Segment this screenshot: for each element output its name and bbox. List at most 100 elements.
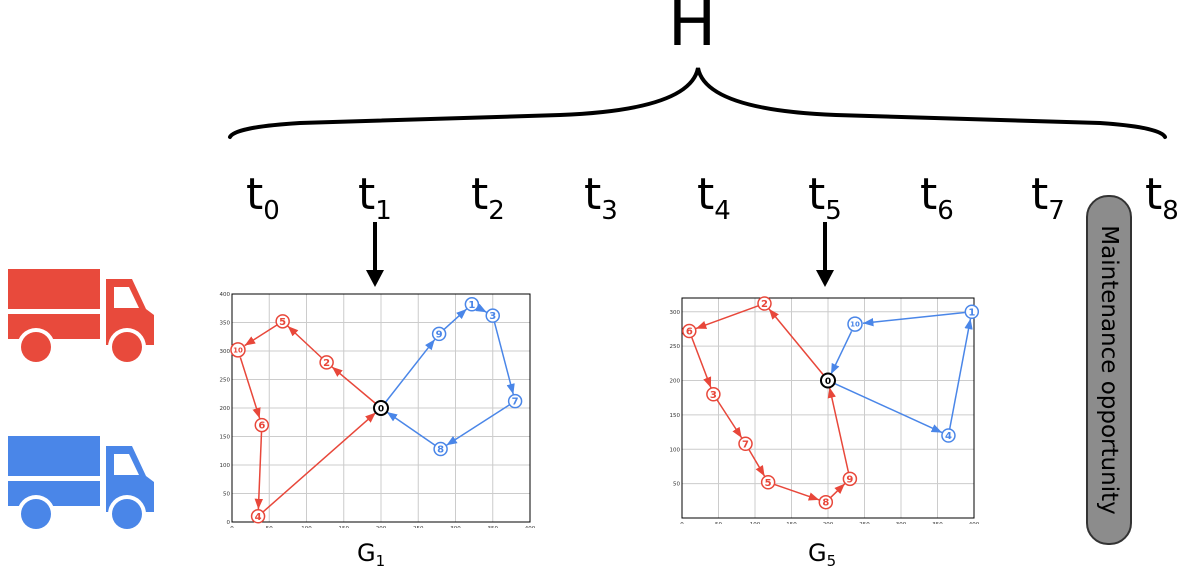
customer-node-7: 7 xyxy=(507,393,523,409)
svg-text:0: 0 xyxy=(378,405,384,415)
y-tick-label: 50 xyxy=(673,482,680,488)
y-tick-label: 250 xyxy=(220,378,231,384)
y-tick-label: 150 xyxy=(670,413,681,419)
x-tick-label: 50 xyxy=(715,522,722,524)
x-tick-label: 300 xyxy=(450,526,461,528)
x-tick-label: 250 xyxy=(413,526,424,528)
time-label-t1: t1 xyxy=(358,169,392,227)
customer-node-4: 4 xyxy=(250,509,266,524)
y-tick-label: 0 xyxy=(227,520,231,526)
customer-node-10: 10 xyxy=(230,342,246,358)
route-edge-red xyxy=(262,412,377,513)
graph-label-g5: G5 xyxy=(808,539,837,570)
time-label-t2: t2 xyxy=(471,169,505,227)
x-tick-label: 150 xyxy=(339,526,350,528)
arrow-t1 xyxy=(366,222,384,287)
route-edge-blue xyxy=(386,411,436,446)
svg-text:7: 7 xyxy=(742,439,749,450)
y-tick-label: 400 xyxy=(220,292,231,298)
route-graph-g5: 0501001502002503003504005010015020025030… xyxy=(670,296,980,524)
route-edge-blue xyxy=(830,331,853,375)
x-tick-label: 150 xyxy=(786,522,797,524)
route-edge-red xyxy=(244,324,278,347)
y-tick-label: 300 xyxy=(220,349,231,355)
arrow-t5 xyxy=(816,222,834,287)
svg-text:9: 9 xyxy=(436,329,443,340)
customer-node-6: 6 xyxy=(254,417,270,433)
svg-text:0: 0 xyxy=(825,377,831,387)
route-edge-blue xyxy=(493,322,515,395)
x-tick-label: 100 xyxy=(301,526,312,528)
x-tick-label: 350 xyxy=(932,522,943,524)
customer-node-1: 1 xyxy=(464,297,480,312)
svg-text:6: 6 xyxy=(686,327,693,338)
route-edge-blue xyxy=(384,338,436,403)
x-tick-label: 0 xyxy=(230,526,234,528)
customer-node-2: 2 xyxy=(757,296,772,311)
svg-text:1: 1 xyxy=(968,307,975,318)
plot-frame xyxy=(681,297,975,519)
route-edge-blue xyxy=(475,303,487,313)
time-label-t8: t8 xyxy=(1145,169,1179,227)
svg-text:4: 4 xyxy=(945,431,952,442)
x-tick-label: 0 xyxy=(680,522,684,524)
svg-text:10: 10 xyxy=(850,321,860,329)
route-edge-red xyxy=(768,308,825,376)
customer-node-1: 1 xyxy=(964,304,980,319)
svg-text:5: 5 xyxy=(765,478,772,489)
customer-node-3: 3 xyxy=(706,387,721,402)
time-label-t7: t7 xyxy=(1031,169,1065,227)
customer-node-5: 5 xyxy=(275,314,290,329)
x-tick-label: 200 xyxy=(376,526,387,528)
x-tick-label: 100 xyxy=(750,522,761,524)
x-tick-label: 250 xyxy=(859,522,870,524)
maintenance-opportunity: Maintenance opportunity xyxy=(1086,195,1132,545)
customer-node-8: 8 xyxy=(433,441,448,457)
y-tick-label: 300 xyxy=(670,310,681,316)
customer-node-9: 9 xyxy=(842,471,858,487)
svg-text:2: 2 xyxy=(761,299,768,310)
customer-node-7: 7 xyxy=(738,436,753,451)
route-edge-red xyxy=(254,432,263,510)
x-tick-label: 400 xyxy=(969,522,980,524)
svg-text:6: 6 xyxy=(258,421,265,432)
y-tick-label: 50 xyxy=(223,492,230,498)
customer-node-6: 6 xyxy=(682,323,697,339)
route-edge-red xyxy=(716,399,743,439)
route-edge-red xyxy=(287,325,323,359)
depot-node: 0 xyxy=(373,400,389,416)
svg-text:9: 9 xyxy=(846,474,853,485)
svg-text:10: 10 xyxy=(233,346,243,354)
route-edge-red xyxy=(331,366,377,405)
x-tick-label: 400 xyxy=(525,526,536,528)
customer-node-8: 8 xyxy=(818,494,834,510)
customer-node-3: 3 xyxy=(485,308,500,323)
truck-icon xyxy=(8,436,154,533)
x-tick-label: 50 xyxy=(266,526,273,528)
svg-text:8: 8 xyxy=(437,445,444,456)
y-tick-label: 100 xyxy=(220,463,231,469)
customer-node-5: 5 xyxy=(760,475,776,490)
customer-node-10: 10 xyxy=(847,316,863,332)
svg-text:4: 4 xyxy=(255,512,262,523)
route-edge-red xyxy=(827,387,850,473)
customer-node-2: 2 xyxy=(319,355,334,370)
time-label-t6: t6 xyxy=(920,169,954,227)
customer-node-4: 4 xyxy=(941,428,956,443)
svg-text:5: 5 xyxy=(279,317,286,328)
svg-text:7: 7 xyxy=(512,397,519,408)
depot-node: 0 xyxy=(820,372,836,389)
y-tick-label: 150 xyxy=(220,435,231,441)
route-edge-red xyxy=(774,483,820,501)
svg-text:8: 8 xyxy=(822,498,829,509)
route-edge-red xyxy=(691,337,712,388)
svg-text:3: 3 xyxy=(710,390,717,401)
route-edge-blue xyxy=(443,308,468,330)
plot-frame xyxy=(231,293,531,523)
route-edge-red xyxy=(748,449,766,477)
y-tick-label: 100 xyxy=(670,447,681,453)
graph-label-g1: G1 xyxy=(357,539,386,570)
time-label-t3: t3 xyxy=(584,169,618,227)
route-edge-red xyxy=(830,483,846,498)
